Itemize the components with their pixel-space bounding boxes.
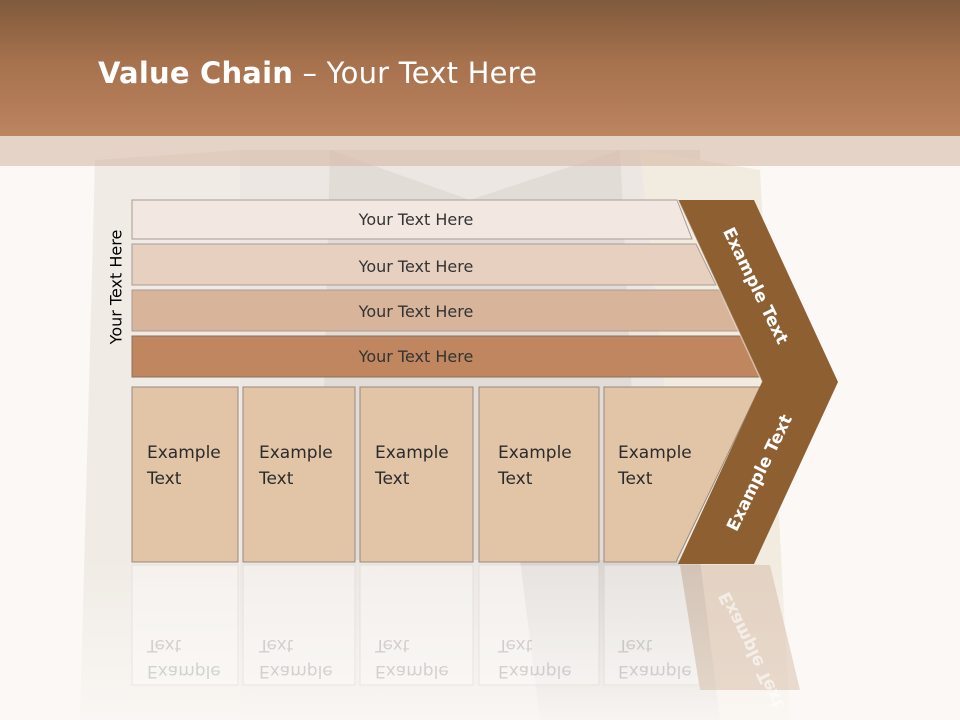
box-2-label: Example Text xyxy=(259,440,333,492)
header-band xyxy=(0,136,960,166)
reflection-label-1: Example Text xyxy=(147,632,221,684)
reflection-2-line2: Text xyxy=(259,635,294,655)
reflection-2-line1: Example xyxy=(259,661,333,681)
reflection-5-line2: Text xyxy=(618,635,653,655)
box-4-line2: Text xyxy=(498,469,533,489)
reflection-label-4: Example Text xyxy=(498,632,572,684)
box-5 xyxy=(603,386,761,563)
bar-3-label: Your Text Here xyxy=(358,302,474,321)
reflection-4-line2: Text xyxy=(498,635,533,655)
box-1-label: Example Text xyxy=(147,440,221,492)
box-1-line2: Text xyxy=(147,469,182,489)
reflection-label-2: Example Text xyxy=(259,632,333,684)
reflection-3-line1: Example xyxy=(375,661,449,681)
reflection-1-line2: Text xyxy=(147,635,182,655)
reflection-4-line1: Example xyxy=(498,661,572,681)
chevron-arrow xyxy=(678,200,838,564)
box-2-line2: Text xyxy=(259,469,294,489)
box-4-line1: Example xyxy=(498,443,572,463)
bar-2-label: Your Text Here xyxy=(358,257,474,276)
reflection-label-5: Example Text xyxy=(618,632,692,684)
reflection xyxy=(131,564,800,690)
bar-1 xyxy=(131,199,693,240)
box-5-line1: Example xyxy=(618,443,692,463)
box-5-line2: Text xyxy=(618,469,653,489)
reflection-label-3: Example Text xyxy=(375,632,449,684)
side-label: Your Text Here xyxy=(106,229,126,345)
title-rest: – Your Text Here xyxy=(293,56,538,90)
title-bold: Value Chain xyxy=(98,56,294,90)
reflection-1-line1: Example xyxy=(147,661,221,681)
reflection-3-line2: Text xyxy=(375,635,410,655)
box-4 xyxy=(478,386,600,563)
bar-2 xyxy=(131,243,717,286)
box-4-label: Example Text xyxy=(498,440,572,492)
box-1-line1: Example xyxy=(147,443,221,463)
box-1 xyxy=(131,386,239,563)
box-3 xyxy=(359,386,474,563)
box-2-line1: Example xyxy=(259,443,333,463)
box-5-label: Example Text xyxy=(618,440,692,492)
box-3-line1: Example xyxy=(375,443,449,463)
slide-title: Value Chain – Your Text Here xyxy=(98,56,537,90)
header-bar xyxy=(0,0,960,136)
bar-4-label: Your Text Here xyxy=(358,347,474,366)
box-3-label: Example Text xyxy=(375,440,449,492)
reflection-5-line1: Example xyxy=(618,661,692,681)
box-3-line2: Text xyxy=(375,469,410,489)
bar-1-label: Your Text Here xyxy=(358,210,474,229)
box-2 xyxy=(242,386,356,563)
